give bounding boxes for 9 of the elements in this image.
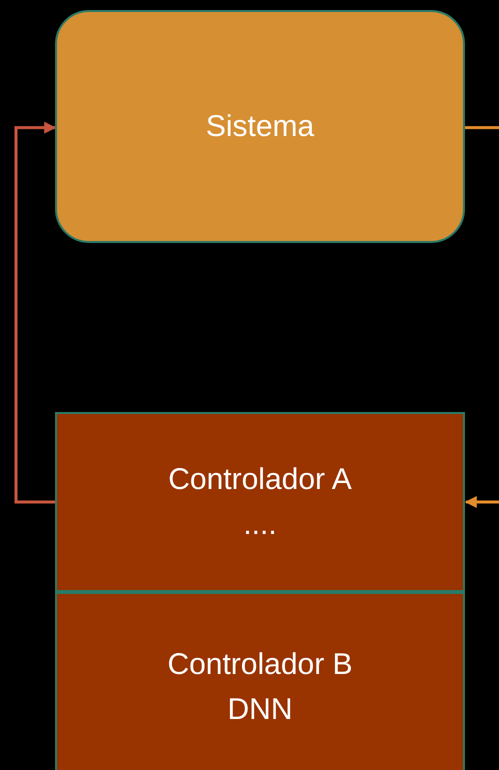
node-label: Controlador B DNN	[166, 647, 354, 728]
arrow	[14, 122, 56, 504]
controller-box	[55, 412, 465, 592]
connector-line	[465, 126, 499, 130]
controller-box	[55, 592, 465, 770]
system-box	[55, 10, 465, 243]
arrow	[464, 496, 499, 508]
node-label: Controlador A ....	[167, 462, 353, 543]
node-label: Sistema	[204, 109, 316, 145]
